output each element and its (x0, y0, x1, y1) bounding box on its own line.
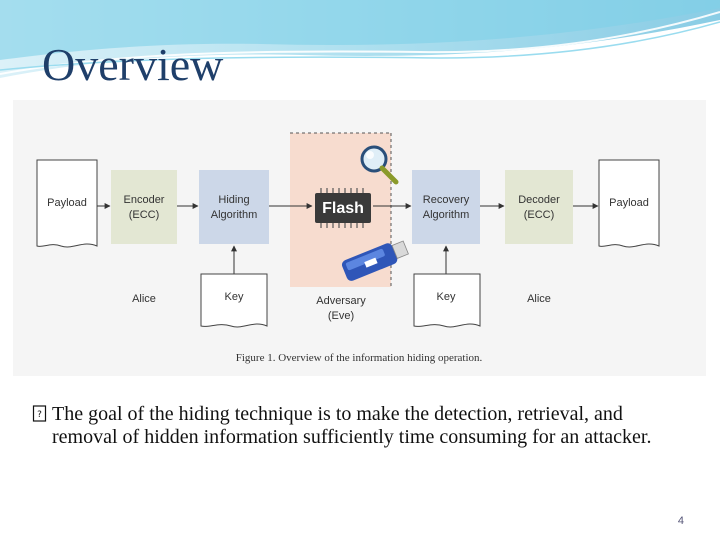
magnifier-icon (360, 145, 399, 185)
payload-in-label: Payload (47, 197, 87, 209)
header-banner (0, 0, 720, 78)
flow-arrows (97, 203, 599, 274)
hiding-label-line1: Hiding (218, 194, 249, 206)
adversary-label-line2: (Eve) (328, 310, 354, 322)
figure-caption: Figure 1. Overview of the information hi… (236, 352, 483, 364)
svg-text:?: ? (37, 410, 42, 420)
decoder-box: Decoder (ECC) (505, 170, 573, 244)
flash-label: Flash (322, 200, 364, 217)
alice-right-label: Alice (527, 293, 551, 305)
encoder-label-line1: Encoder (124, 194, 165, 206)
key-right-label: Key (437, 291, 456, 303)
page-number: 4 (677, 515, 684, 527)
hiding-algorithm-box: Hiding Algorithm (199, 170, 269, 244)
figure-panel: Payload Encoder (ECC) Hiding Algorithm (13, 100, 706, 376)
decoder-label-line2: (ECC) (524, 209, 555, 221)
decoder-label-line1: Decoder (518, 194, 560, 206)
adversary-label-line1: Adversary (316, 295, 366, 307)
hiding-label-line2: Algorithm (211, 209, 257, 221)
encoder-box: Encoder (ECC) (111, 170, 177, 244)
flash-chip-icon: Flash (315, 188, 371, 228)
bullet-text: The goal of the hiding technique is to m… (52, 403, 652, 448)
recovery-algorithm-box: Recovery Algorithm (412, 170, 480, 244)
key-right-document: Key (413, 273, 481, 328)
info-hiding-diagram: Payload Encoder (ECC) Hiding Algorithm (36, 132, 660, 364)
recovery-label-line1: Recovery (423, 194, 470, 206)
usb-stick-icon (341, 240, 409, 281)
box-bullet-icon: ? (32, 403, 50, 423)
recovery-label-line2: Algorithm (423, 209, 469, 221)
payload-out-document: Payload (598, 159, 660, 248)
key-left-document: Key (200, 273, 268, 328)
payload-in-document: Payload (36, 159, 98, 248)
alice-left-label: Alice (132, 293, 156, 305)
encoder-label-line2: (ECC) (129, 209, 160, 221)
key-left-label: Key (225, 291, 244, 303)
payload-out-label: Payload (609, 197, 649, 209)
bullet-point: ? The goal of the hiding technique is to… (32, 403, 674, 449)
slide-title: Overview (42, 39, 224, 90)
